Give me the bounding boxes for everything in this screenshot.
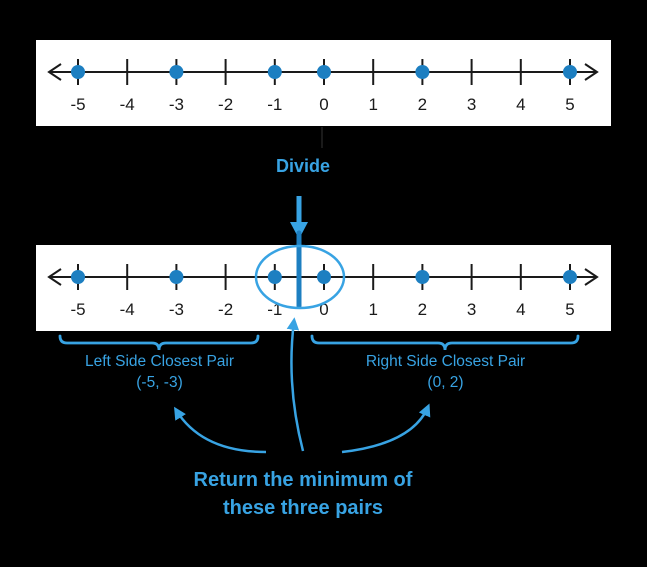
point-0 xyxy=(317,270,331,284)
tick-label--2: -2 xyxy=(218,300,233,319)
tick-label-5: 5 xyxy=(565,95,574,114)
number-line-bottom: -5 -4 -3 -2 -1 0 1 2 3 4 5 xyxy=(47,264,599,319)
point-2 xyxy=(415,270,430,284)
number-line-top: -5 -4 -3 -2 -1 0 1 2 3 4 5 xyxy=(47,59,599,114)
conclusion-line2: these three pairs xyxy=(222,497,384,519)
tick-label-1: 1 xyxy=(368,95,377,114)
tick-label-4: 4 xyxy=(516,300,525,319)
divide-arrow-icon xyxy=(290,196,308,239)
tick-label--1: -1 xyxy=(267,95,282,114)
point--5 xyxy=(71,65,85,79)
left-pair-value: (-5, -3) xyxy=(136,374,183,391)
conclusion-line1: Return the minimum of xyxy=(193,469,413,491)
left-brace xyxy=(58,334,260,351)
number-line-panel-top: -5 -4 -3 -2 -1 0 1 2 3 4 5 xyxy=(36,40,611,126)
point--3 xyxy=(169,65,184,79)
tick-label-4: 4 xyxy=(516,95,525,114)
tick-label-0: 0 xyxy=(319,95,328,114)
arrow-to-right-pair xyxy=(341,403,431,454)
arrow-to-middle-pair xyxy=(286,317,305,452)
tick-label-1: 1 xyxy=(368,300,377,319)
tick-label-3: 3 xyxy=(467,300,476,319)
tick-label--1: -1 xyxy=(267,300,282,319)
point--1 xyxy=(267,65,282,79)
arrow-to-left-pair xyxy=(174,406,267,454)
point--1 xyxy=(267,270,282,284)
conclusion-text: Return the minimum of these three pairs xyxy=(143,466,463,522)
right-brace xyxy=(310,334,580,351)
tick-label--4: -4 xyxy=(120,95,135,114)
point-5 xyxy=(563,270,577,284)
tick-label-2: 2 xyxy=(418,300,427,319)
point-5 xyxy=(563,65,577,79)
right-pair-title: Right Side Closest Pair xyxy=(365,353,526,370)
tick-label-0: 0 xyxy=(319,300,328,319)
left-pair-title: Left Side Closest Pair xyxy=(84,353,235,370)
right-pair-value: (0, 2) xyxy=(427,374,464,391)
tick-label--3: -3 xyxy=(169,300,184,319)
left-pair-label: Left Side Closest Pair (-5, -3) xyxy=(37,351,282,393)
left-arrow-icon xyxy=(47,268,62,286)
right-arrow-icon xyxy=(584,268,599,286)
tick-label--4: -4 xyxy=(120,300,135,319)
left-arrow-icon xyxy=(47,63,62,81)
point--5 xyxy=(71,270,85,284)
tick-label--5: -5 xyxy=(70,95,85,114)
tick-label-3: 3 xyxy=(467,95,476,114)
right-arrow-icon xyxy=(584,63,599,81)
tick-label-2: 2 xyxy=(418,95,427,114)
tick-label-5: 5 xyxy=(565,300,574,319)
tick-label--5: -5 xyxy=(70,300,85,319)
point--3 xyxy=(169,270,184,284)
number-line-panel-bottom: -5 -4 -3 -2 -1 0 1 2 3 4 5 xyxy=(36,245,611,331)
point-2 xyxy=(415,65,430,79)
tick-label--2: -2 xyxy=(218,95,233,114)
right-pair-label: Right Side Closest Pair (0, 2) xyxy=(323,351,568,393)
divide-label: Divide xyxy=(275,156,331,176)
tick-label--3: -3 xyxy=(169,95,184,114)
point-0 xyxy=(317,65,331,79)
